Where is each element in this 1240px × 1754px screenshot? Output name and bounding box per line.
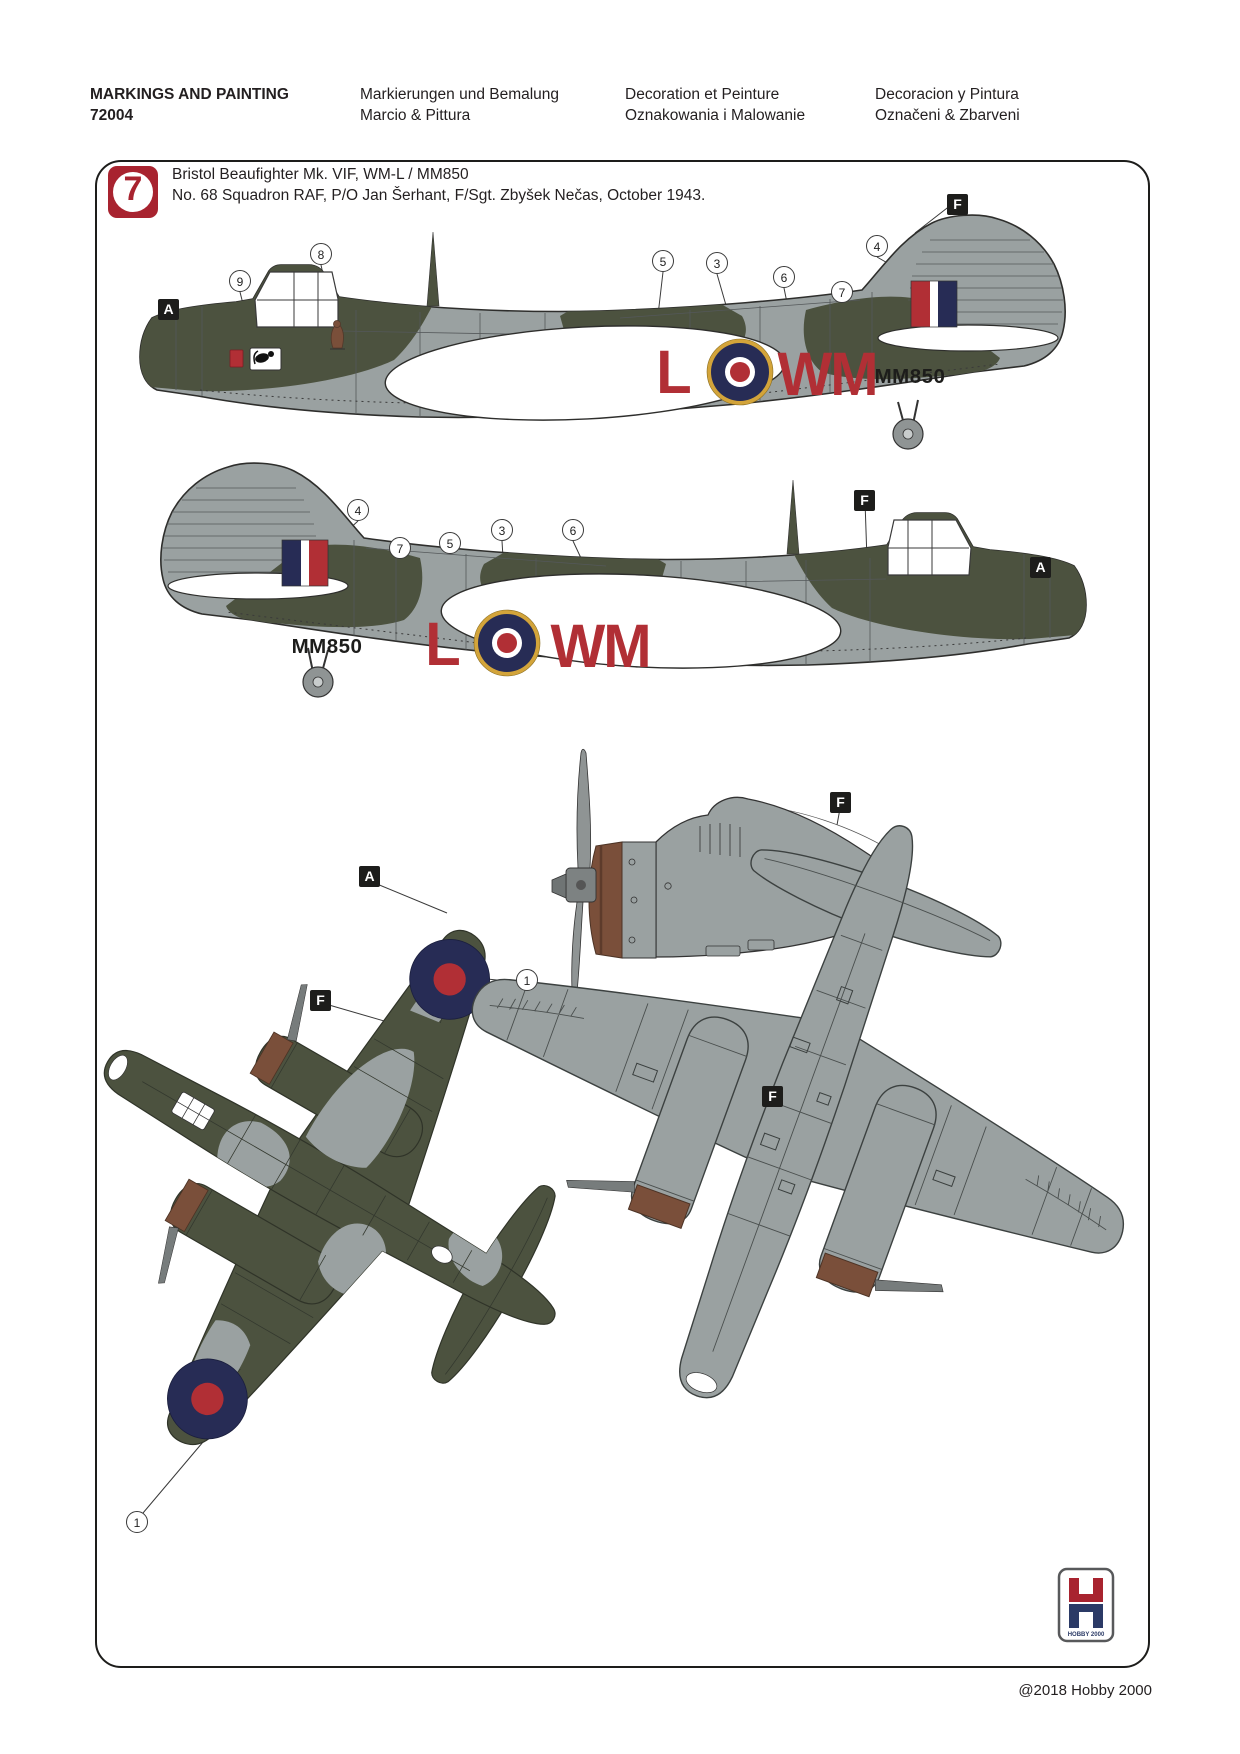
scheme-title: Bristol Beaufighter Mk. VIF, WM-L / MM85…	[172, 166, 469, 183]
roundel-wing-port	[167, 1358, 248, 1440]
scheme-number-badge: 7	[108, 166, 158, 218]
header-col-english: MARKINGS AND PAINTING 72004	[90, 84, 289, 126]
fin-flash-starboard	[281, 539, 329, 587]
header-title-en: MARKINGS AND PAINTING	[90, 86, 289, 103]
callout-6-profile2: 6	[562, 519, 584, 541]
header-col-german-italian: Markierungen und Bemalung Marcio & Pittu…	[360, 84, 559, 126]
callout-5: 5	[652, 250, 674, 272]
squadron-code-wm-port: WM	[777, 340, 878, 409]
serial-port: MM850	[874, 365, 946, 388]
logo-h-top	[1069, 1578, 1103, 1602]
tag-a-profile2: A	[1030, 557, 1051, 578]
squadron-code-l-port: L	[656, 338, 691, 407]
roundel-fuselage-port	[706, 338, 774, 406]
tag-f-nacelle: F	[830, 792, 851, 813]
header-col-spanish-czech: Decoracion y Pintura Označeni & Zbarveni	[875, 84, 1020, 126]
callout-5-profile2: 5	[439, 532, 461, 554]
header-title-cz: Označeni & Zbarveni	[875, 107, 1020, 124]
kit-number: 72004	[90, 107, 134, 124]
header-title-fr: Decoration et Peinture	[625, 86, 780, 103]
squadron-code-wm-starboard: WM	[550, 612, 651, 681]
header-title-es: Decoracion y Pintura	[875, 86, 1019, 103]
plan-view-underside	[454, 814, 1156, 1409]
callout-3-profile2: 3	[491, 519, 513, 541]
callout-9: 9	[229, 270, 251, 292]
serial-starboard: MM850	[291, 635, 363, 658]
header-title-it: Marcio & Pittura	[360, 107, 471, 124]
callout-3: 3	[706, 252, 728, 274]
callout-7-profile2: 7	[389, 537, 411, 559]
callout-7: 7	[831, 281, 853, 303]
hobby2000-logo: HOBBY 2000	[1057, 1567, 1115, 1643]
logo-h-bottom	[1069, 1604, 1103, 1628]
tag-f-planview-underside: F	[762, 1086, 783, 1107]
roundel-wing-starboard	[409, 938, 491, 1020]
callout-4: 4	[866, 235, 888, 257]
scheme-subtitle: No. 68 Squadron RAF, P/O Jan Šerhant, F/…	[172, 187, 706, 204]
tag-f-profile1: F	[947, 194, 968, 215]
header-col-french-polish: Decoration et Peinture Oznakowania i Mal…	[625, 84, 805, 126]
scheme-number: 7	[123, 170, 143, 208]
badge-circle	[113, 172, 153, 212]
callout-1-starboard-wing: 1	[516, 969, 538, 991]
tag-f-profile2: F	[854, 490, 875, 511]
header-title-de: Markierungen und Bemalung	[360, 86, 560, 103]
side-profile-port	[138, 215, 1065, 449]
logo-text: HOBBY 2000	[1068, 1632, 1105, 1638]
callout-1-port-wing: 1	[126, 1511, 148, 1533]
callout-8: 8	[310, 243, 332, 265]
copyright: @2018 Hobby 2000	[1018, 1682, 1152, 1699]
header-title-pl: Oznakowania i Malowanie	[625, 107, 806, 124]
callout-4-profile2: 4	[347, 499, 369, 521]
fin-flash-port	[910, 280, 958, 328]
tag-a-profile1: A	[158, 299, 179, 320]
roundel-fuselage-starboard	[473, 609, 541, 677]
squadron-code-l-starboard: L	[425, 610, 460, 679]
scheme-frame	[95, 160, 1150, 1668]
plan-view-upper	[92, 909, 569, 1483]
callout-6: 6	[773, 266, 795, 288]
tag-a-planview: A	[359, 866, 380, 887]
side-profile-starboard	[161, 463, 1088, 697]
tag-f-planview-upper: F	[310, 990, 331, 1011]
